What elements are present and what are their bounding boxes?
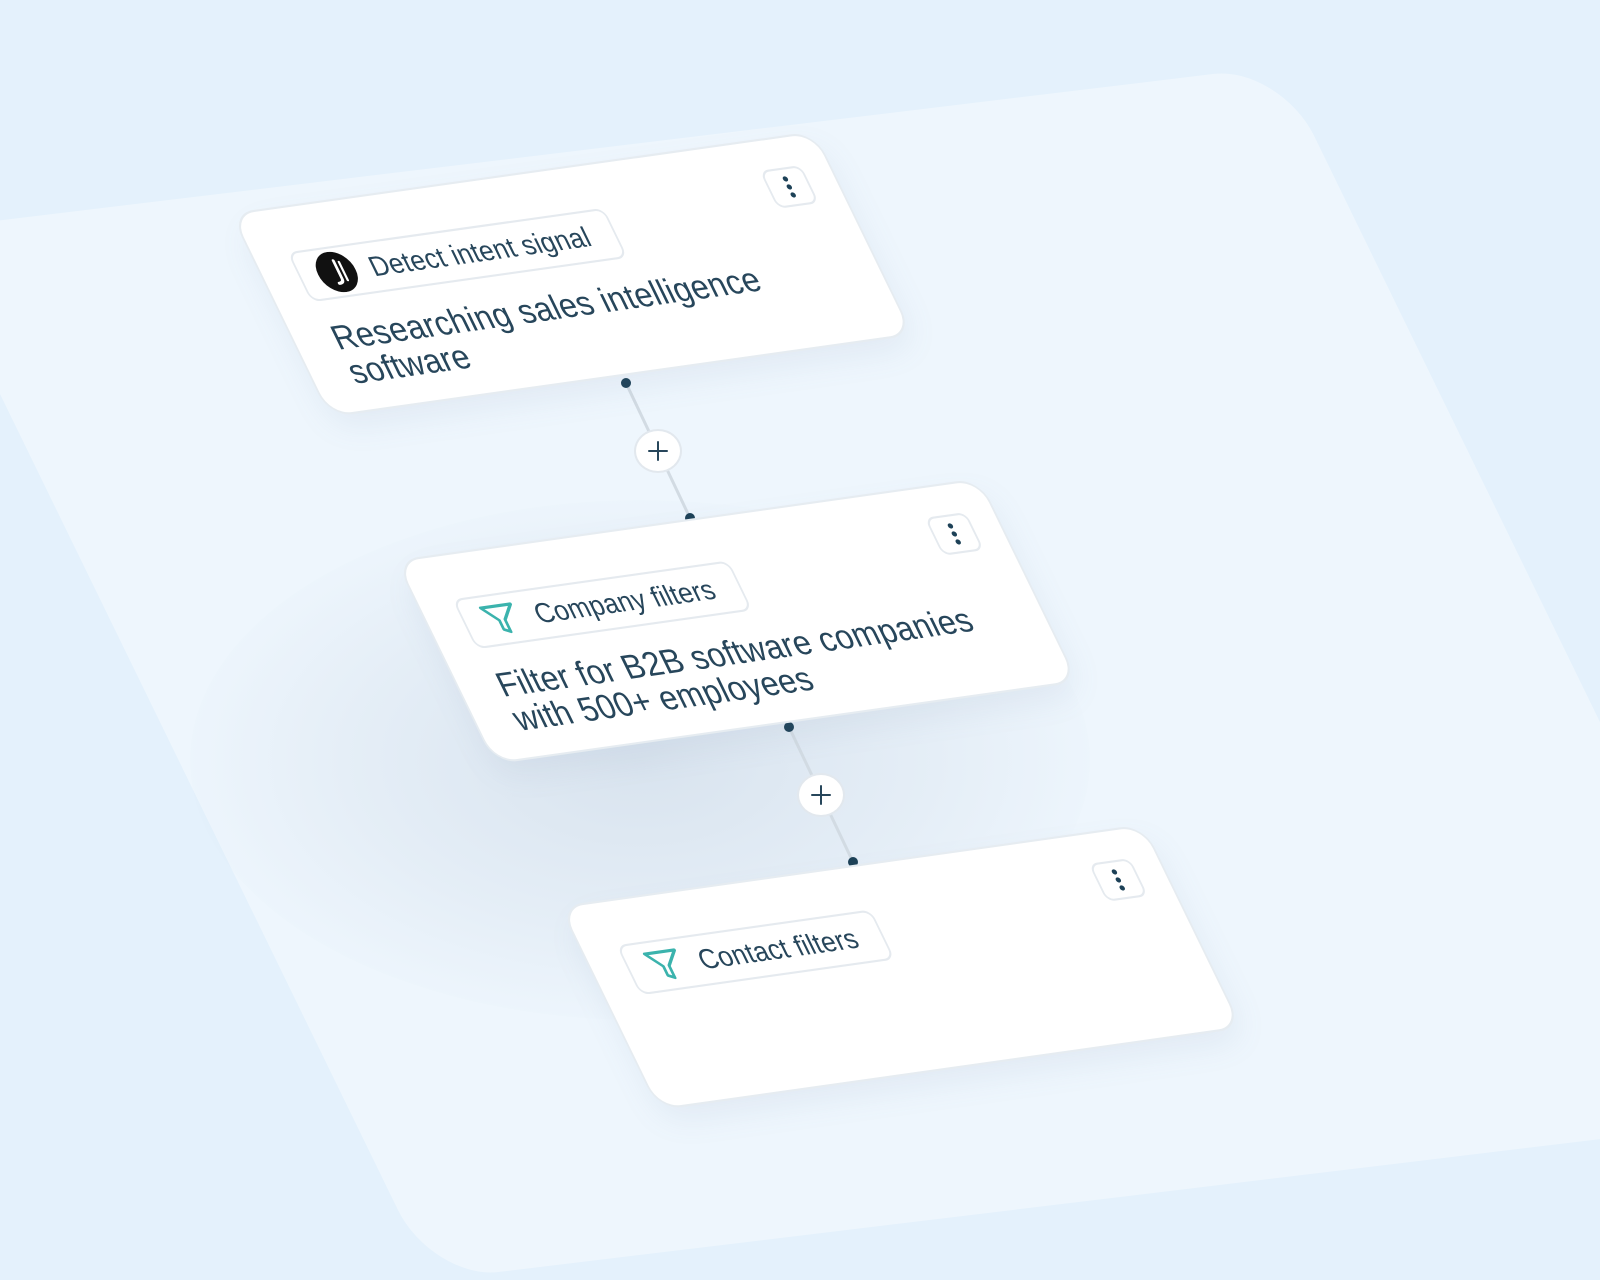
plus-icon	[648, 441, 668, 461]
filter-funnel-icon	[473, 596, 530, 641]
workflow-canvas: Detect intent signal Researching sales i…	[233, 133, 1240, 1108]
plus-icon	[811, 785, 831, 805]
add-step-button-2[interactable]	[799, 775, 843, 815]
step-type-label: Detect intent signal	[362, 220, 597, 282]
more-vertical-icon	[782, 176, 796, 198]
step-menu-button[interactable]	[1088, 858, 1149, 902]
step-card-company-filters[interactable]: Company filters Filter for B2B software …	[398, 480, 1076, 762]
connector-dot-in-3	[848, 857, 858, 867]
more-vertical-icon	[947, 523, 961, 545]
more-vertical-icon	[1111, 869, 1125, 891]
connector-dot-out-1	[621, 378, 631, 388]
add-step-button-1[interactable]	[636, 431, 680, 471]
step-type-tag: Detect intent signal	[287, 207, 628, 303]
step-type-tag: Company filters	[452, 560, 753, 650]
step-menu-button[interactable]	[924, 512, 985, 556]
step-type-tag: Contact filters	[616, 909, 896, 996]
intent-signal-logo-icon	[308, 249, 365, 294]
step-menu-button[interactable]	[759, 165, 820, 209]
step-type-label: Contact filters	[691, 922, 864, 975]
step-type-label: Company filters	[527, 573, 721, 629]
filter-funnel-icon	[637, 942, 694, 987]
step-card-detect-intent[interactable]: Detect intent signal Researching sales i…	[233, 133, 911, 415]
connector-dot-out-2	[784, 722, 794, 732]
